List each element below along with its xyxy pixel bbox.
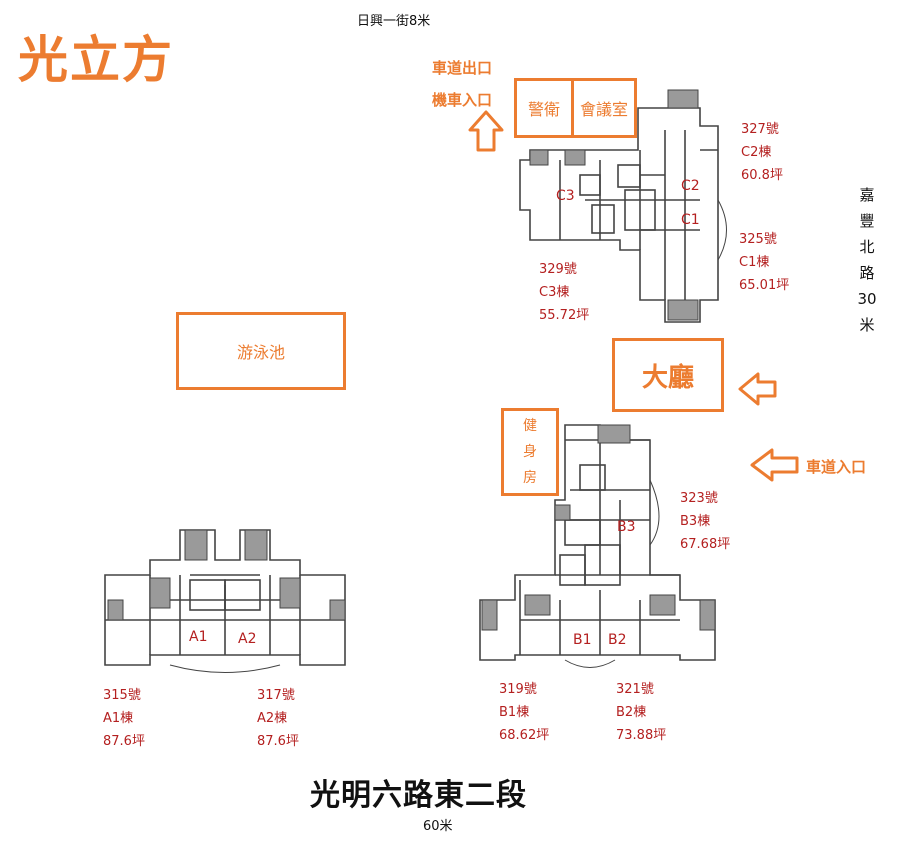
guard-room: 警衛 <box>514 78 574 138</box>
south-road-name: 光明六路東二段 <box>310 778 527 813</box>
building-tag-c1: C1 <box>681 212 700 228</box>
building-tag-c2: C2 <box>681 178 700 194</box>
plan-b-outline <box>479 424 716 661</box>
driveway-entry-label: 車道入口 <box>806 458 867 476</box>
meeting-room: 會議室 <box>571 78 637 138</box>
up-arrow-icon <box>468 110 504 152</box>
exit-label: 車道出口 機車入口 <box>432 59 493 109</box>
north-road-label: 日興一街8米 <box>357 14 431 29</box>
south-road-width: 60米 <box>423 819 453 834</box>
building-tag-a1: A1 <box>189 629 208 645</box>
project-title: 光立方 <box>18 31 174 89</box>
east-road-label: 嘉 豐 北 路 30 米 <box>857 186 877 334</box>
building-tag-b3: B3 <box>617 519 636 535</box>
building-tag-a2: A2 <box>238 631 257 647</box>
building-tag-b1: B1 <box>573 632 592 648</box>
swimming-pool: 游泳池 <box>176 312 346 390</box>
building-tag-b2: B2 <box>608 632 627 648</box>
lobby: 大廳 <box>612 338 724 412</box>
left-arrow-icon <box>738 372 777 406</box>
left-arrow-icon-2 <box>750 448 799 482</box>
gym: 健 身 房 <box>501 408 559 496</box>
building-tag-c3: C3 <box>556 188 575 204</box>
